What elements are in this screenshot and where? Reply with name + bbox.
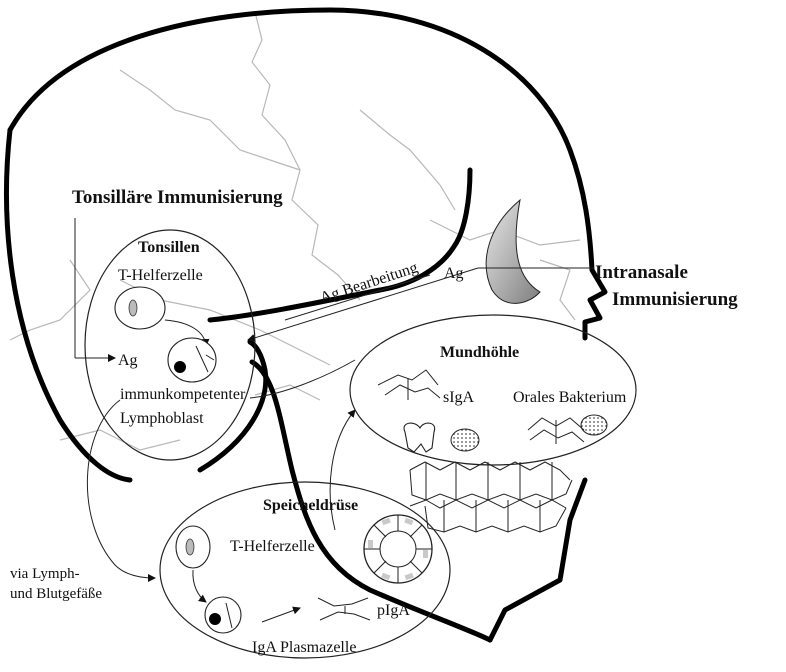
t-helper-cell-gland-label: T-Helferzelle	[230, 538, 315, 555]
siga-label: sIgA	[443, 389, 475, 406]
t-helper-cell-tonsil-label: T-Helferzelle	[118, 267, 203, 284]
text-labels: Tonsilläre Immunisierung Tonsillen T-Hel…	[10, 187, 738, 656]
oral-bacterium-icon	[581, 415, 607, 435]
tonsils-label: Tonsillen	[138, 239, 200, 256]
intranasal-label-line1: Intranasale	[595, 262, 688, 283]
piga-label: pIgA	[377, 602, 410, 619]
iga-plasma-cell-label: IgA Plasmazelle	[252, 639, 356, 656]
t-helper-cell-tonsil-icon	[115, 287, 165, 329]
via-lymph-label-line2: und Blutgefäße	[10, 586, 102, 602]
immunocompetent-label: immunkompetenter	[120, 386, 246, 403]
oral-cavity-label: Mundhöhle	[440, 344, 519, 361]
lymphoblast-label: Lymphoblast	[120, 410, 204, 427]
tooth-icon	[404, 423, 435, 452]
lymphoblast-cell-icon	[168, 338, 216, 382]
nasal-cavity	[478, 200, 594, 303]
ag-tonsil-label: Ag	[118, 352, 138, 369]
ag-nasal-label: Ag	[444, 265, 464, 282]
piga-antibody-icon	[318, 598, 368, 606]
intranasal-label-line2: Immunisierung	[612, 289, 738, 310]
via-lymph-label-line1: via Lymph-	[10, 566, 80, 582]
tonsillar-immunization-title: Tonsilläre Immunisierung	[72, 187, 283, 208]
plasma-cell-icon	[205, 597, 241, 633]
salivary-gland-label: Speicheldrüse	[263, 497, 358, 514]
bacterium-icon	[451, 429, 479, 451]
teeth	[410, 462, 572, 532]
oral-bacterium-label: Orales Bakterium	[513, 389, 627, 406]
